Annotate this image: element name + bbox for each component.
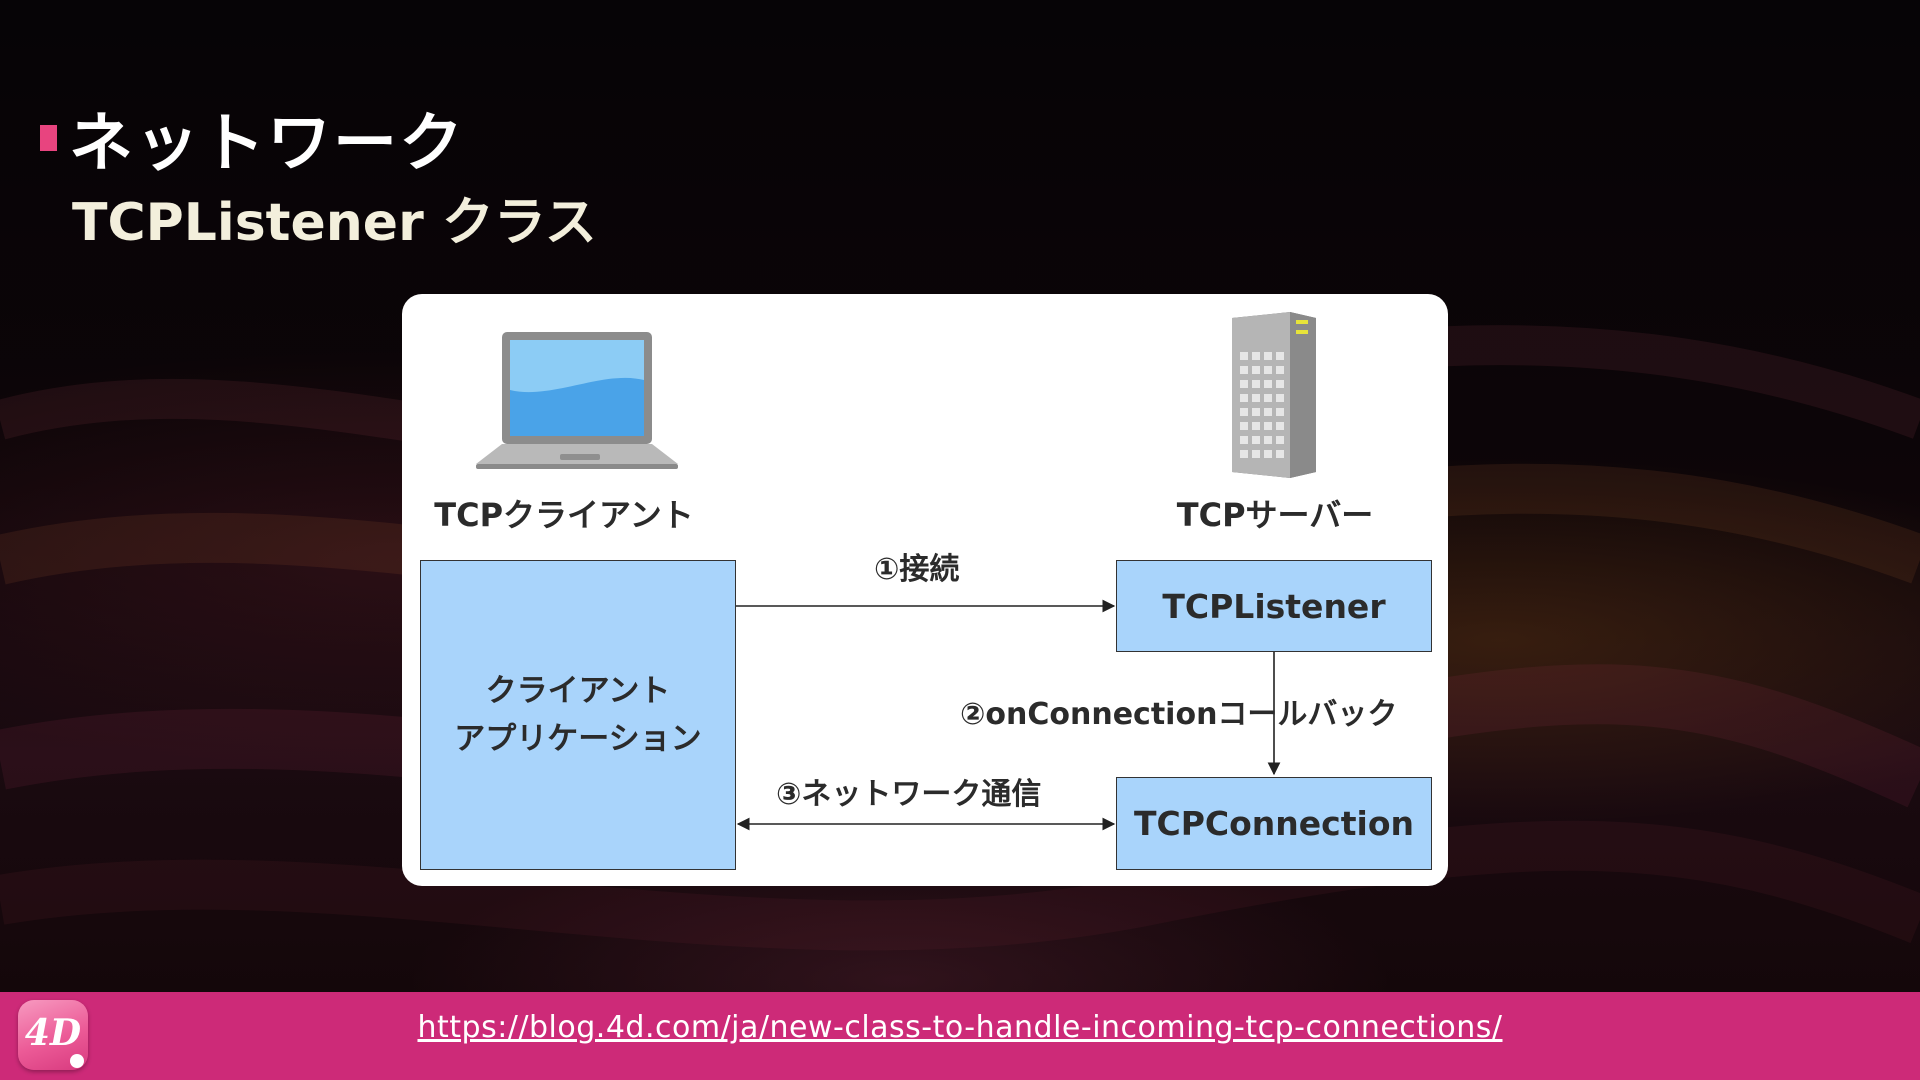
footer-bar: https://blog.4d.com/ja/new-class-to-hand… [0, 992, 1920, 1080]
edge-label-callback: ②onConnectionコールバック [960, 697, 1398, 732]
4d-logo: 4D [18, 1000, 88, 1070]
blog-url-link[interactable]: https://blog.4d.com/ja/new-class-to-hand… [417, 1010, 1503, 1045]
tcp-listener-box: TCPListener [1116, 560, 1432, 652]
client-app-label-line2: アプリケーション [454, 721, 702, 757]
slide-title-row: ネットワーク [40, 92, 465, 184]
client-label: TCPクライアント [434, 496, 694, 534]
diagram-edges [736, 599, 1281, 831]
tcp-connection-label: TCPConnection [1134, 804, 1414, 843]
edge-label-connect: ①接続 [874, 552, 960, 587]
client-application-box: クライアント アプリケーション [420, 560, 736, 870]
laptop-icon [476, 332, 678, 469]
logo-dot [70, 1054, 84, 1068]
4d-logo-text: 4D [24, 1012, 82, 1054]
client-app-label-line1: クライアント [485, 673, 671, 709]
diagram-panel: TCPクライアント TCPサーバー クライアント [402, 294, 1448, 886]
edge-label-communication: ③ネットワーク通信 [776, 777, 1042, 812]
title-bullet [40, 125, 57, 151]
server-label: TCPサーバー [1176, 496, 1374, 534]
tcp-connection-box: TCPConnection [1116, 777, 1432, 870]
server-tower-icon [1232, 312, 1316, 478]
slide-title: ネットワーク [69, 107, 465, 181]
tcp-listener-label: TCPListener [1162, 586, 1386, 626]
slide-subtitle: TCPListener クラス [72, 193, 597, 253]
